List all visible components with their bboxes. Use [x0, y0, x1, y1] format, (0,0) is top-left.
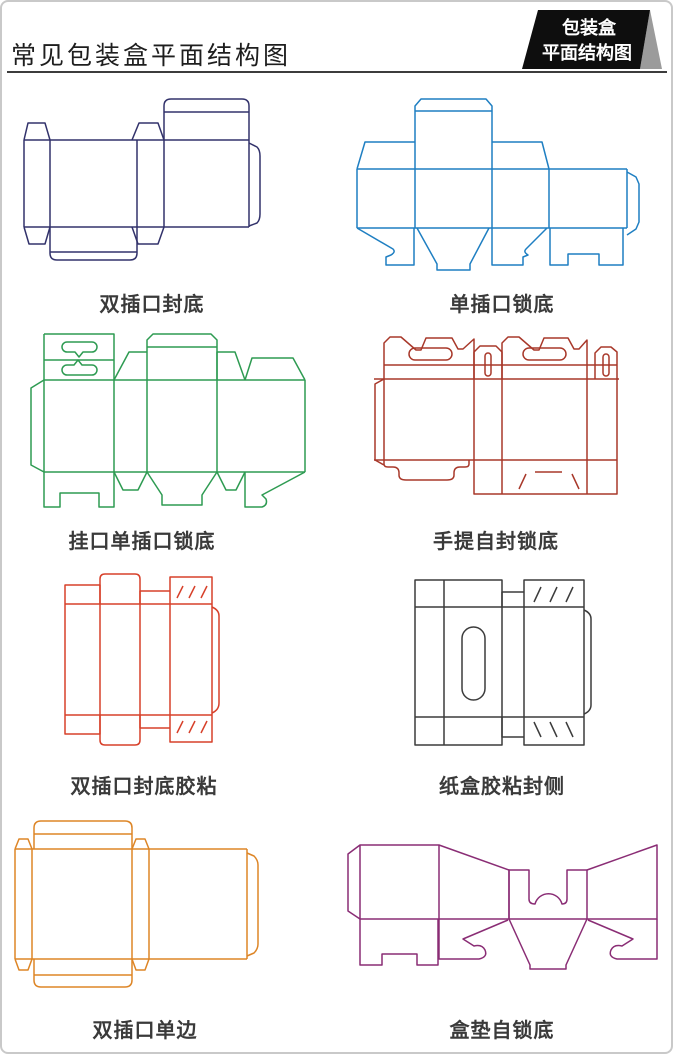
diagram-insert-self-lock-bottom [342, 837, 662, 977]
diagram-label: 盒垫自锁底 [449, 1020, 555, 1042]
badge-ribbon-shape [522, 10, 650, 69]
badge-fold-shape [640, 10, 662, 69]
diagram-glued-side-carton [407, 567, 602, 752]
header-divider [7, 71, 667, 73]
badge-text-line2: 平面结构图 [542, 42, 632, 63]
diagram-single-tuck-lock-bottom [342, 92, 662, 272]
page-title: 常见包装盒平面结构图 [11, 43, 292, 70]
diagram-label: 单插口锁底 [449, 294, 555, 316]
diagram-handle-self-seal-bottom [367, 327, 667, 542]
badge-text-line1: 包装盒 [562, 17, 617, 38]
diagram-double-tuck-glued-bottom [57, 567, 232, 752]
diagram-label: 手提自封锁底 [433, 531, 559, 553]
diagram-double-tuck-single-edge [10, 812, 267, 992]
diagram-label: 双插口封底胶粘 [70, 776, 218, 798]
diagram-double-tuck-seal-bottom [12, 92, 272, 272]
diagram-label: 双插口单边 [92, 1020, 198, 1042]
diagram-label: 纸盒胶粘封侧 [439, 776, 565, 798]
corner-badge: 包装盒 平面结构图 [522, 10, 662, 69]
diagram-label: 双插口封底 [99, 294, 205, 316]
diagram-label: 挂口单插口锁底 [68, 531, 216, 553]
diagram-hang-tab-lock-bottom [22, 327, 322, 517]
